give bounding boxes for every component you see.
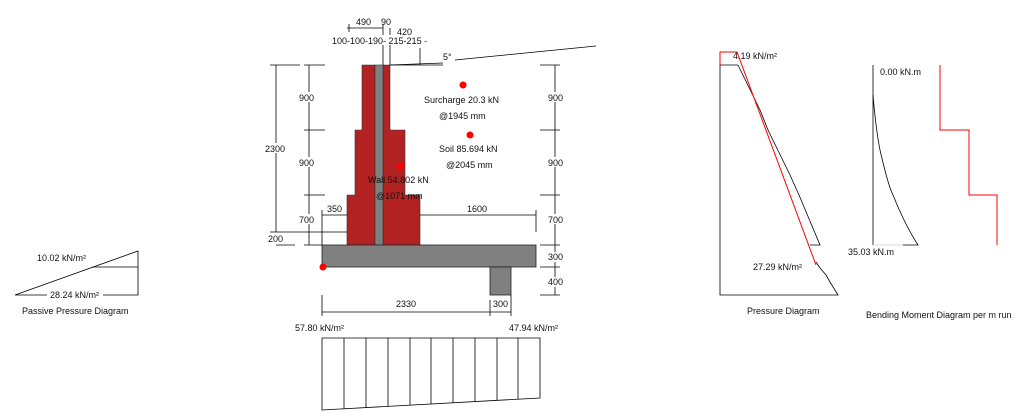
moment-bottom-value: 35.03 kN.m bbox=[848, 247, 894, 257]
moment-diagram-title: Bending Moment Diagram per m run bbox=[866, 310, 1012, 320]
dim-490: 490 bbox=[356, 17, 371, 27]
bottom-dimension-lines bbox=[321, 295, 512, 316]
dim-key-300: 300 bbox=[493, 299, 508, 309]
shear-key bbox=[489, 266, 512, 296]
dim-350: 350 bbox=[327, 204, 342, 214]
wall-arm: @1071 mm bbox=[376, 191, 423, 201]
wall-force: Wall 54.802 kN bbox=[368, 175, 429, 185]
right-dimension-lines bbox=[420, 64, 560, 296]
bending-moment-diagram bbox=[872, 65, 998, 246]
pressure-diagram-title: Pressure Diagram bbox=[747, 306, 820, 316]
passive-top-value: 10.02 kN/m² bbox=[37, 253, 86, 263]
surcharge-arm: @1945 mm bbox=[439, 111, 486, 121]
dim-420: 420 bbox=[397, 27, 412, 37]
bearing-left-value: 57.80 kN/m² bbox=[295, 323, 344, 333]
bearing-pressure-diagram bbox=[321, 337, 541, 411]
dim-left-900-mid: 900 bbox=[299, 158, 314, 168]
dim-90: 90 bbox=[381, 17, 391, 27]
dim-200: 200 bbox=[268, 234, 283, 244]
passive-diagram-title: Passive Pressure Diagram bbox=[22, 306, 129, 316]
pressure-bottom-value: 27.29 kN/m² bbox=[753, 262, 802, 272]
dim-right-400: 400 bbox=[548, 277, 563, 287]
wall-point bbox=[396, 162, 404, 170]
soil-arm: @2045 mm bbox=[446, 160, 493, 170]
moment-top-value: 0.00 kN.m bbox=[880, 67, 921, 77]
backfill-slope bbox=[389, 45, 597, 66]
dim-right-700: 700 bbox=[548, 215, 563, 225]
passive-bottom-value: 28.24 kN/m² bbox=[50, 290, 99, 300]
base-slab bbox=[321, 244, 537, 268]
left-dimension-lines bbox=[270, 64, 347, 246]
dim-1600: 1600 bbox=[467, 204, 487, 214]
slope-angle-label: 5° bbox=[443, 52, 452, 62]
dim-right-300: 300 bbox=[548, 252, 563, 262]
wall-stem bbox=[346, 64, 421, 246]
dim-2330: 2330 bbox=[396, 299, 416, 309]
pressure-diagram bbox=[719, 51, 839, 296]
dim-left-900-top: 900 bbox=[299, 93, 314, 103]
surcharge-point bbox=[459, 81, 467, 89]
pressure-top-value: 4.19 kN/m² bbox=[733, 51, 777, 61]
soil-point bbox=[466, 131, 474, 139]
soil-force: Soil 85.694 kN bbox=[439, 144, 498, 154]
toe-point bbox=[319, 263, 327, 271]
bearing-right-value: 47.94 kN/m² bbox=[509, 323, 558, 333]
dim-left-700: 700 bbox=[299, 215, 314, 225]
dim-right-900-mid: 900 bbox=[548, 158, 563, 168]
layer-thicknesses: 100-100-190- 215-215 - bbox=[332, 36, 427, 46]
surcharge-force: Surcharge 20.3 kN bbox=[424, 95, 499, 105]
dim-2300: 2300 bbox=[265, 144, 285, 154]
dim-right-900-top: 900 bbox=[548, 93, 563, 103]
